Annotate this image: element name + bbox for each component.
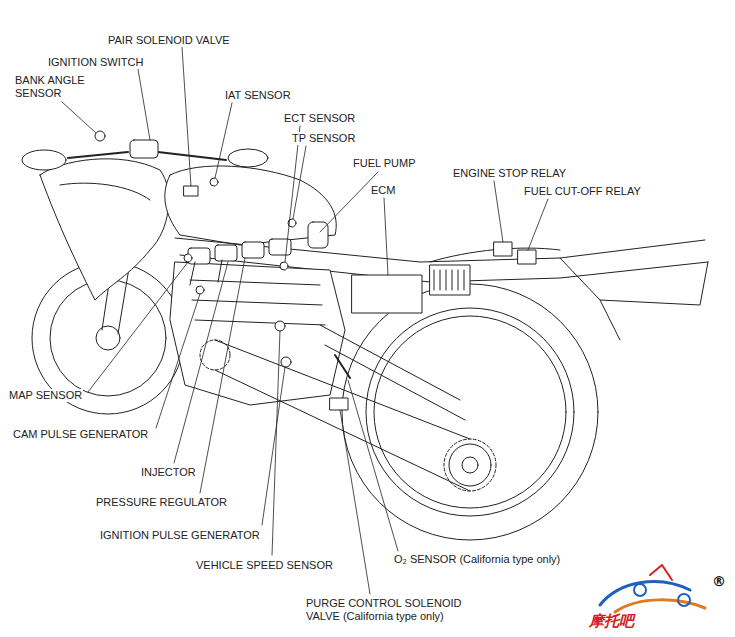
part-label: PAIR SOLENOID VALVE [107,34,231,47]
part-label: IAT SENSOR [224,89,292,102]
watermark: ® [711,572,727,590]
part-label: ECM [370,184,396,197]
part-label: O₂ SENSOR (California type only) [393,553,561,566]
part-label: ECT SENSOR [283,112,356,125]
part-label: FUEL PUMP [352,157,417,170]
part-label: PRESSURE REGULATOR [95,496,228,509]
part-label: BANK ANGLE SENSOR [14,74,88,100]
watermark: 摩托吧 [588,612,635,630]
part-label: VEHICLE SPEED SENSOR [195,559,334,572]
part-label: FUEL CUT-OFF RELAY [523,185,642,198]
part-label: CAM PULSE GENERATOR [12,428,149,441]
part-label: TP SENSOR [291,132,356,145]
part-label: PURGE CONTROL SOLENOID VALVE (California… [305,597,487,623]
part-label: MAP SENSOR [8,389,83,402]
part-label: IGNITION SWITCH [47,56,144,69]
part-label: ENGINE STOP RELAY [452,167,567,180]
part-label: IGNITION PULSE GENERATOR [99,529,261,542]
part-label: INJECTOR [140,466,197,479]
